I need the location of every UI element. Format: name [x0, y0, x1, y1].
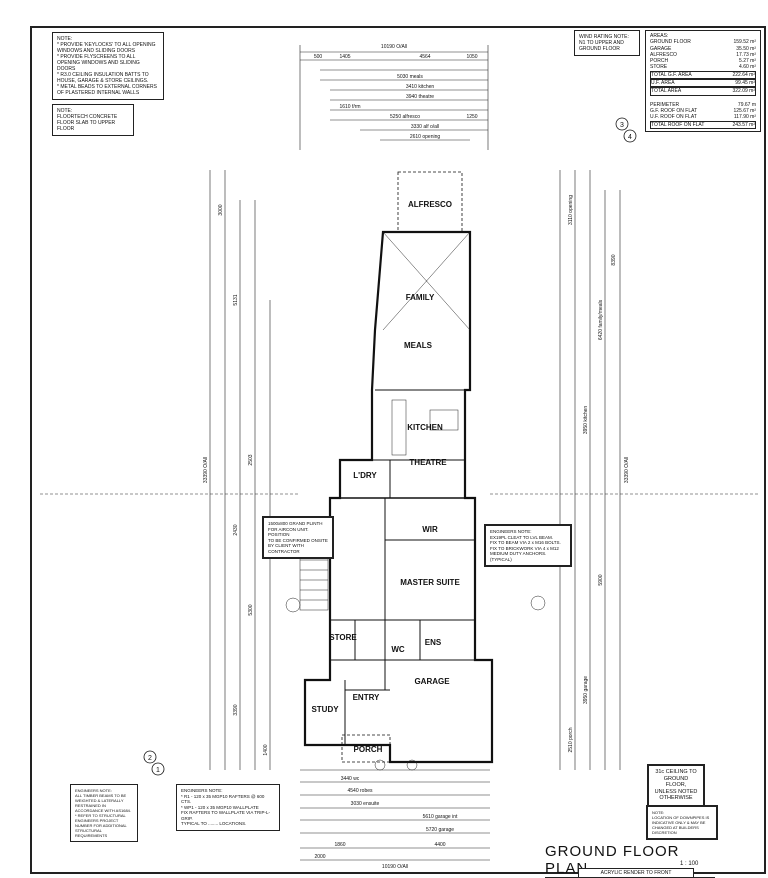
- dim-label: 3390: [233, 704, 239, 715]
- engineers-note-rafters: ENGINEERS NOTE: * R1 - 120 x 35 MGP10 RA…: [176, 784, 280, 831]
- dim-label: 8390: [611, 254, 617, 265]
- dim-label: 5720 garage: [426, 827, 454, 833]
- dim-label: 3950 kitchen: [583, 406, 589, 435]
- section-marker-label: 2: [148, 755, 152, 762]
- room-theatre: THEATRE: [409, 458, 447, 467]
- dim-label: 2000: [314, 854, 325, 860]
- room-family: FAMILY: [406, 293, 435, 302]
- dim-label: 1250: [466, 114, 477, 120]
- dim-label: 3440 wc: [341, 776, 360, 782]
- room-store: STORE: [329, 633, 357, 642]
- area-heading: AREAS:: [650, 33, 669, 39]
- dim-label: 6420 family/meals: [598, 299, 604, 340]
- dim-label: 2430: [233, 524, 239, 535]
- dim-label: 1405: [339, 54, 350, 60]
- dim-label: 4564: [419, 54, 430, 60]
- dim-label: 3410 kitchen: [406, 84, 435, 90]
- section-marker-label: 4: [628, 134, 632, 141]
- dim-label: 3110 opening: [568, 195, 574, 225]
- room-alfresco: ALFRESCO: [408, 200, 452, 209]
- dim-label: 5300: [248, 604, 254, 615]
- dim-label: 2503: [248, 454, 254, 465]
- dim-bottom-overall: 10190 O/All: [382, 864, 408, 870]
- dim-label: 2610 opening: [410, 134, 441, 140]
- render-note: ACRYLIC RENDER TO FRONT: [578, 868, 694, 878]
- dim-label: 5250 alfresco: [390, 114, 420, 120]
- dim-label: 5610 garage int: [423, 814, 458, 820]
- dim-label: 3000: [218, 204, 224, 215]
- wind-rating-note: WIND RATING NOTE: N1 TO UPPER AND GROUND…: [574, 30, 640, 56]
- room-wir: WIR: [422, 525, 438, 534]
- section-markers: [143, 117, 637, 776]
- room-meals: MEALS: [404, 341, 433, 350]
- dim-label: 1400: [263, 744, 269, 755]
- room-wc: WC: [391, 645, 405, 654]
- drawing-scale: 1 : 100: [680, 861, 699, 867]
- dim-label: 1610 f/rm: [339, 104, 360, 110]
- room-kitchen: KITCHEN: [407, 423, 443, 432]
- dim-label: 5900: [598, 574, 604, 585]
- dim-top-overall: 10190 O/All: [381, 44, 407, 50]
- section-marker-label: 3: [620, 122, 624, 129]
- downpipes-note: NOTE: LOCATION OF DOWNPIPES IS INDICATIV…: [646, 805, 718, 840]
- dim-label: 5030 meals: [397, 74, 423, 80]
- dim-label: 3330 alf o/all: [411, 124, 439, 130]
- dim-label: 2510 porch: [568, 727, 574, 752]
- engineers-note-cleat: ENGINEERS NOTE: EX19PL CLEAT TO LVL BEAM…: [484, 524, 572, 567]
- engineers-note-timber: ENGINEERS NOTE: ALL TIMBER BEAMS TO BE W…: [70, 784, 138, 842]
- plinth-note: 1500x800 GRAND PLINTH FOR AIRCON UNIT. P…: [262, 516, 334, 559]
- dim-left-overall: 33390 O/All: [203, 457, 209, 483]
- dimension-lines: [40, 45, 760, 861]
- dim-label: 4400: [434, 842, 445, 848]
- room-laundry: L'DRY: [353, 471, 377, 480]
- dim-label: 500: [314, 54, 323, 60]
- room-study: STUDY: [311, 705, 339, 714]
- room-porch: PORCH: [354, 745, 383, 754]
- dim-label: 3950 garage: [583, 676, 589, 704]
- slab-note: NOTE: FLOORTECH CONCRETE FLOOR SLAB TO U…: [52, 104, 134, 136]
- walls: [303, 171, 494, 764]
- general-note: NOTE: * PROVIDE 'KEYLOCKS' TO ALL OPENIN…: [52, 32, 164, 100]
- room-ensuite: ENS: [425, 638, 442, 647]
- room-entry: ENTRY: [353, 693, 380, 702]
- room-garage: GARAGE: [414, 677, 450, 686]
- drawing-frame: [30, 26, 766, 874]
- dim-label: 1860: [334, 842, 345, 848]
- dim-label: 3940 theatre: [406, 94, 434, 100]
- ceiling-note: 31c CEILING TO GROUND FLOOR, UNLESS NOTE…: [647, 764, 705, 807]
- room-master-suite: MASTER SUITE: [400, 578, 460, 587]
- dim-label: 4540 robes: [347, 788, 373, 794]
- dim-label: 1050: [466, 54, 477, 60]
- dim-label: 3030 ensuite: [351, 801, 380, 807]
- dim-right-overall: 33390 O/All: [624, 457, 630, 483]
- fixtures: [285, 231, 546, 771]
- section-marker-label: 1: [156, 767, 160, 774]
- dim-label: 5131: [233, 294, 239, 305]
